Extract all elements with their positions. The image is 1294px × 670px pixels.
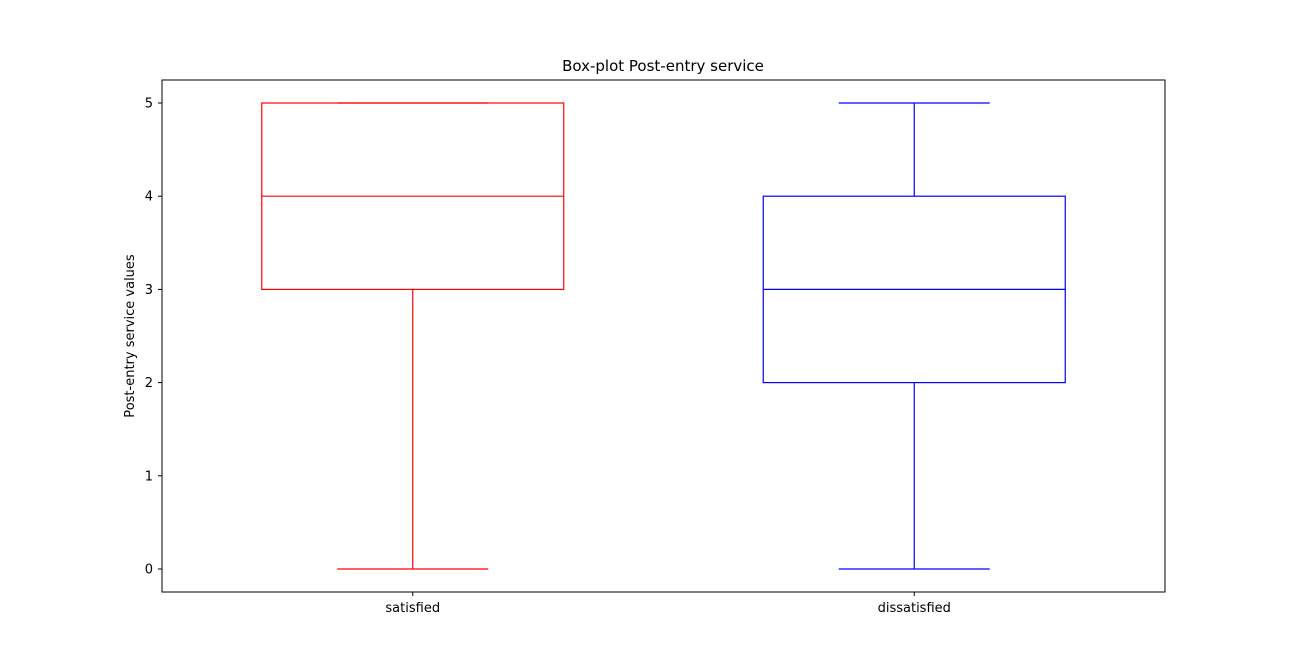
x-axis: satisfied dissatisfied [385, 592, 951, 616]
x-tick-label: dissatisfied [878, 601, 951, 616]
chart-title: Box-plot Post-entry service [562, 57, 764, 75]
y-tick-label: 5 [145, 97, 153, 112]
y-tick-label: 4 [145, 190, 153, 205]
y-tick-label: 1 [145, 469, 153, 484]
plot-frame [161, 79, 1166, 593]
x-tick-label: satisfied [385, 601, 440, 616]
y-tick-label: 0 [145, 563, 153, 578]
y-tick-label: 3 [145, 283, 153, 298]
y-tick-label: 2 [145, 376, 153, 391]
chart-marks [261, 102, 1066, 570]
y-axis-label: Post-entry service values [123, 254, 138, 418]
y-axis: 0 1 2 3 4 5 [145, 97, 162, 578]
box-dissatisfied [762, 102, 1066, 570]
box-satisfied [261, 102, 565, 570]
